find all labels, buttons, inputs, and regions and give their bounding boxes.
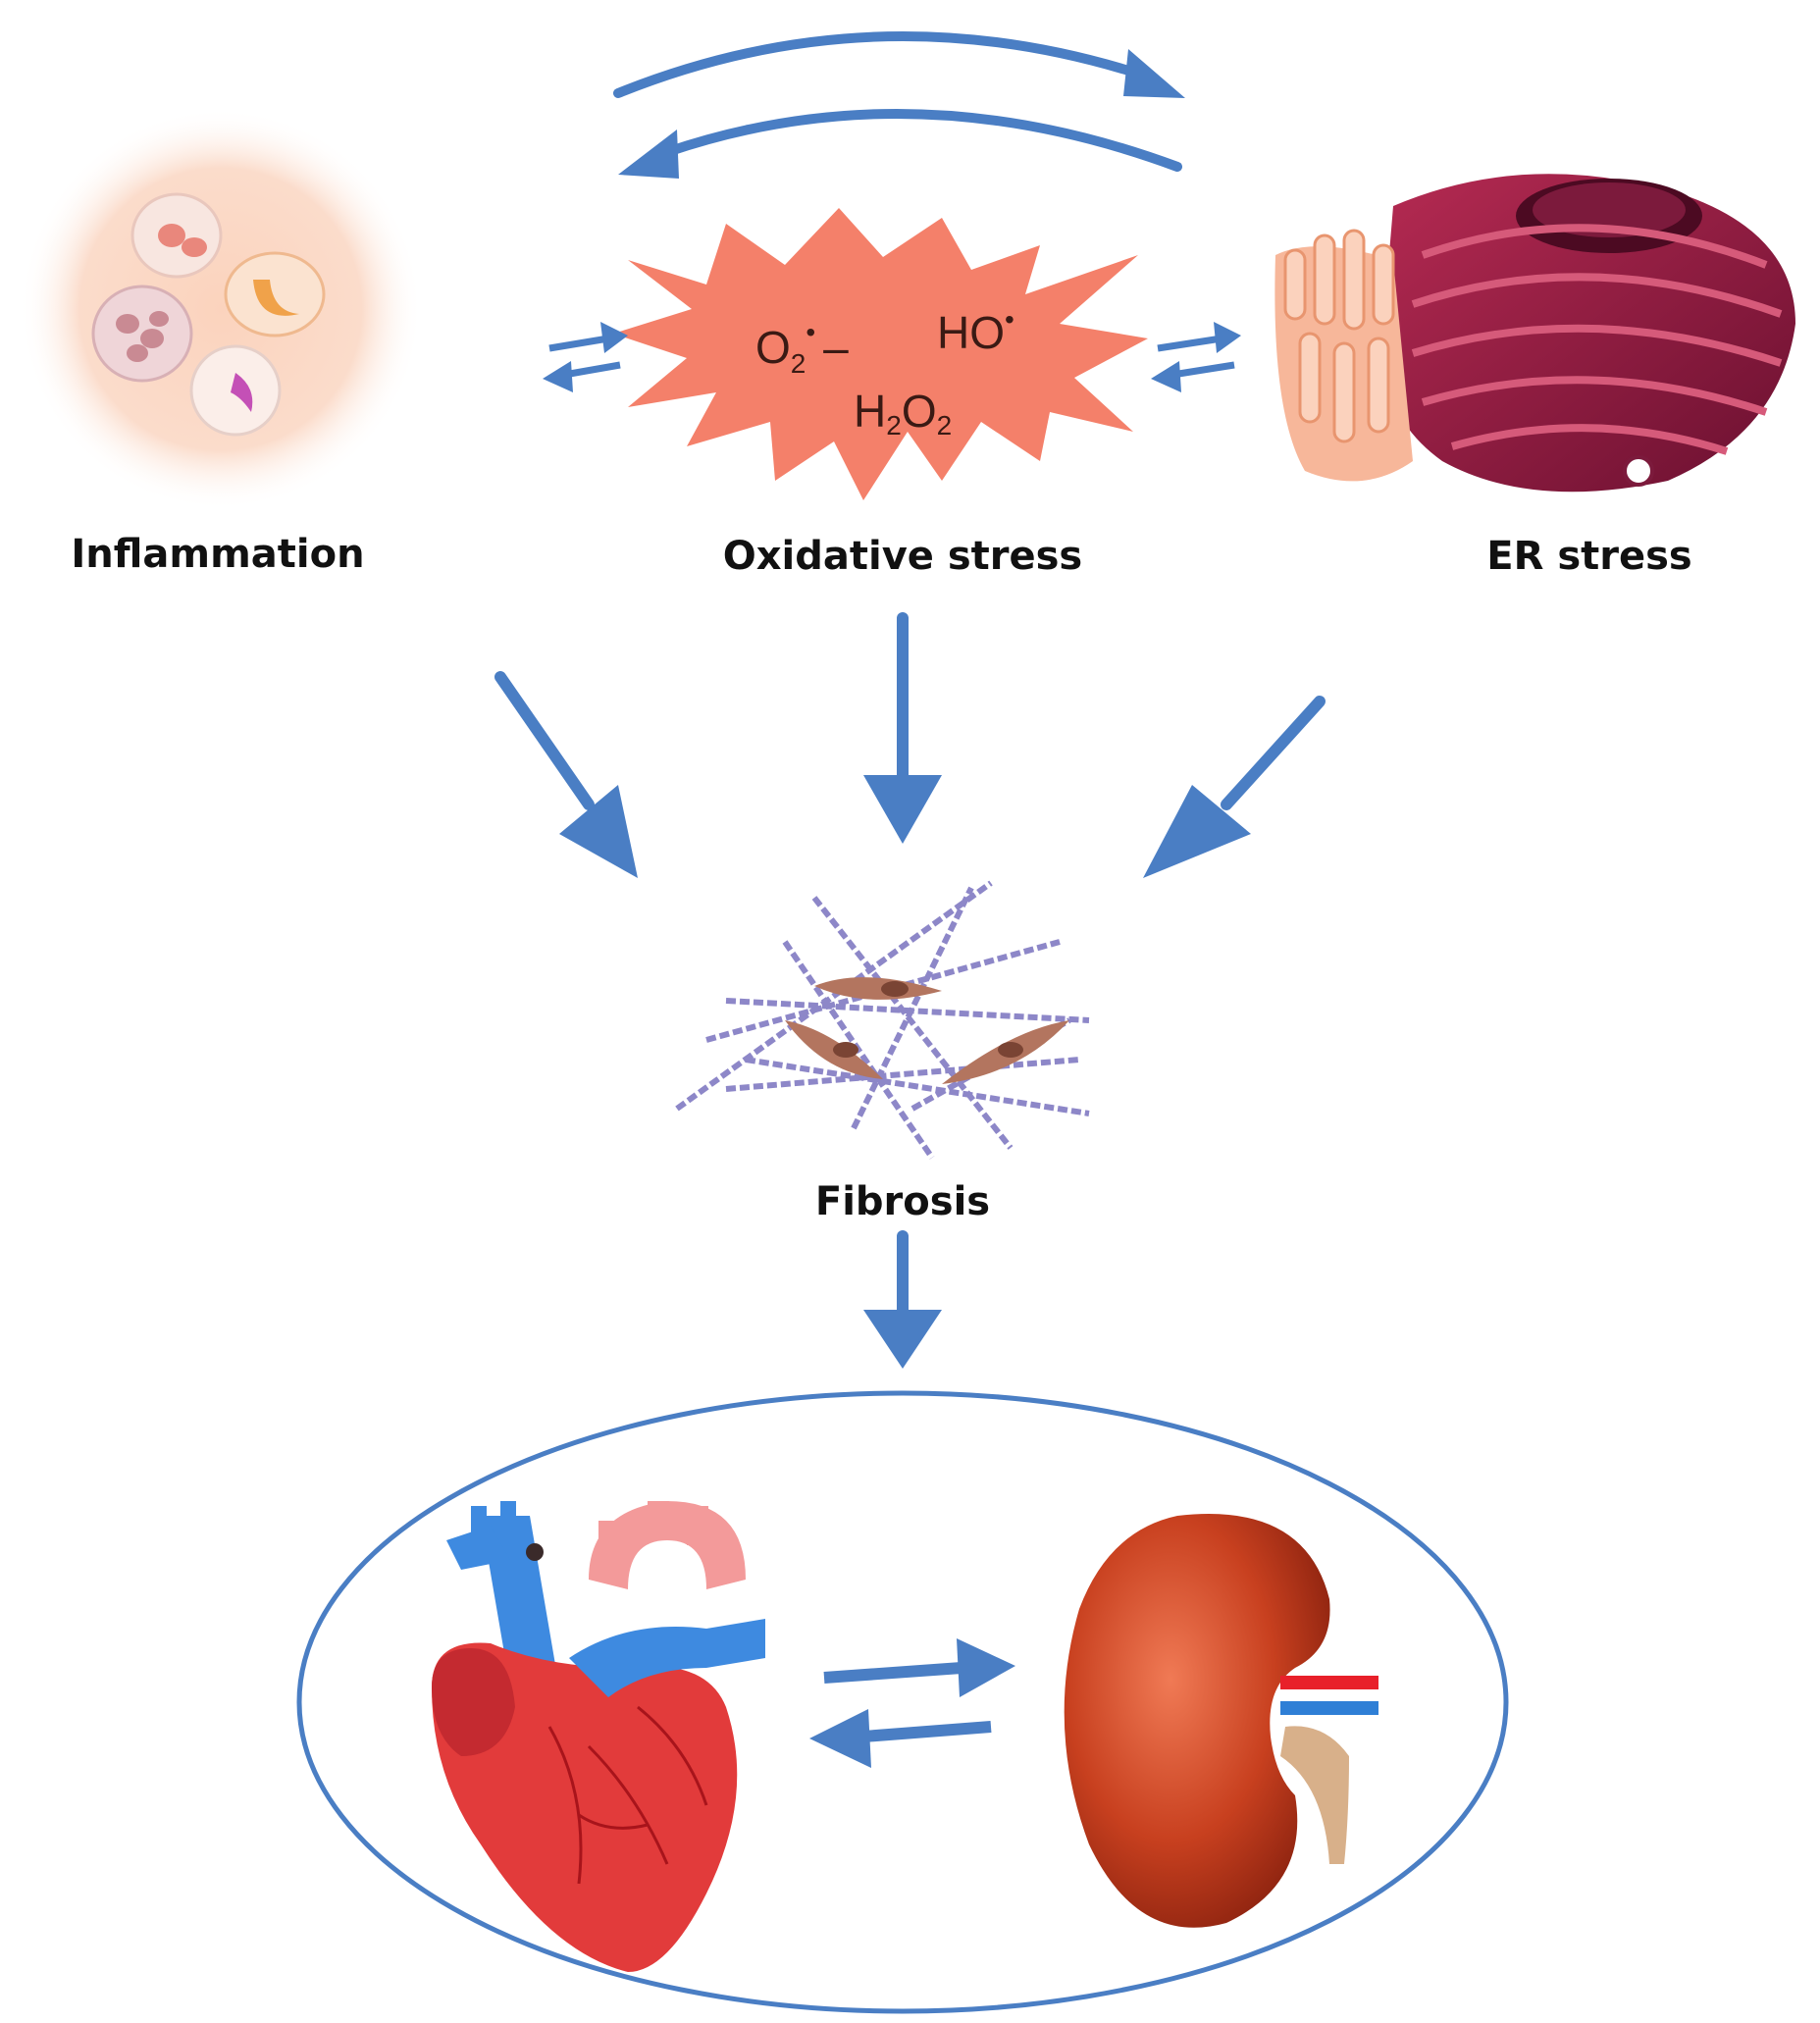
heart-icon xyxy=(432,1501,765,1972)
organs-ellipse xyxy=(296,1390,1509,2014)
oxidative-er-arrows xyxy=(1151,322,1241,392)
converging-arrows xyxy=(494,612,1326,878)
inflammation-label: Inflammation xyxy=(71,532,364,577)
ros-formulas: O2•– HO• H2O2 xyxy=(755,304,1014,441)
fibrosis-label: Fibrosis xyxy=(815,1179,990,1224)
inflammation-cells-icon xyxy=(20,108,422,510)
fibrosis-fibers-icon xyxy=(675,880,1090,1160)
cycle-arrows xyxy=(613,30,1185,179)
er-stress-label: ER stress xyxy=(1486,534,1691,579)
endoplasmic-reticulum-icon xyxy=(1274,174,1795,493)
oxidative-stress-label: Oxidative stress xyxy=(723,534,1083,579)
hydroxyl-formula: HO• xyxy=(937,304,1014,358)
inflammation-oxidative-arrows xyxy=(543,322,628,392)
peroxide-formula: H2O2 xyxy=(854,386,952,441)
heart-kidney-arrows xyxy=(809,1638,1015,1768)
fibroblast-cells xyxy=(785,977,1069,1084)
superoxide-formula: O2•– xyxy=(755,317,849,379)
fibrosis-organs-arrow xyxy=(863,1230,942,1369)
ros-burst-icon xyxy=(613,208,1148,500)
kidney-icon xyxy=(1064,1514,1378,1928)
